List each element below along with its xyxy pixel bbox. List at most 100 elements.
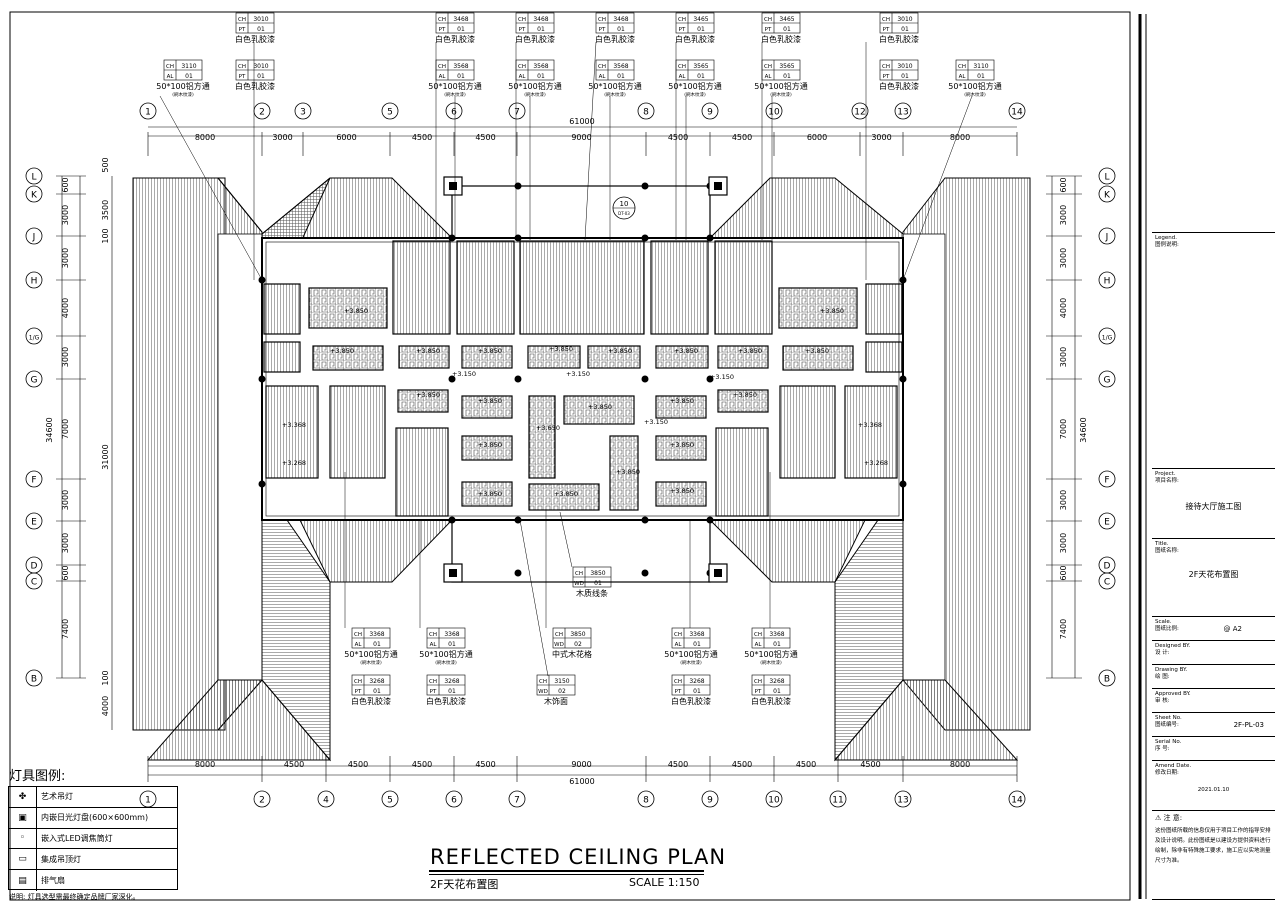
dim-top-text: 4500: [732, 133, 752, 142]
ceiling-panel: [528, 395, 556, 479]
dim-bottom-text: 4500: [668, 760, 688, 769]
level-label: +3.850: [478, 397, 502, 405]
grid-col-label: 2: [259, 108, 265, 118]
column: [641, 516, 649, 524]
grid-col-bottom-circle: [381, 790, 399, 808]
level-label: +3.850: [478, 441, 502, 449]
tb-title-key: Title.: [1155, 541, 1169, 547]
tag-val2: 01: [693, 688, 701, 695]
tag-val2: 02: [558, 688, 566, 695]
level-label: +3.850: [478, 490, 502, 498]
grid-row-right-label: D: [1104, 562, 1111, 572]
level-label: +3.850: [738, 347, 762, 355]
dim-left-text: 600: [61, 565, 70, 580]
tag-val1: 3468: [453, 16, 468, 23]
grid-col-circle: [508, 102, 526, 120]
title-underline: [429, 870, 704, 872]
dim-right-text: 3000: [1059, 490, 1068, 510]
grid-col-circle: [445, 102, 463, 120]
section-mark-ref: DT-03: [618, 211, 630, 216]
tb-serial: Serial No. 序 号:: [1152, 736, 1275, 760]
tag-code2: AL: [959, 74, 967, 80]
tag-label: 木质线条: [576, 588, 608, 598]
ceiling-panels: 10DT-03+3.850+3.850+3.850+3.850+3.850+3.…: [258, 176, 907, 583]
tb-scale-key-cn: 图纸比例:: [1155, 626, 1179, 632]
leader-line: [584, 41, 597, 241]
tag-val1: 3565: [779, 63, 794, 70]
grid-col-bottom-label: 6: [451, 796, 457, 806]
tag-code2: AL: [765, 74, 773, 80]
grid-row-right-label: J: [1105, 233, 1109, 243]
tb-project-key: Project.: [1155, 471, 1176, 477]
tb-sheet-key-cn: 图纸编号:: [1155, 722, 1179, 728]
tag-val1: 3268: [689, 678, 704, 685]
dim-right-text: 7400: [1059, 619, 1068, 639]
grid-col-bottom-circle: [1008, 790, 1026, 808]
ceiling-panel: [397, 389, 449, 413]
tag-label: 白色乳胶漆: [671, 696, 711, 706]
level-label: +3.850: [670, 397, 694, 405]
tag-val2: 01: [594, 580, 602, 587]
tag-label: 白色乳胶漆: [235, 81, 275, 91]
ceiling-panel: [461, 481, 513, 507]
tag-code2: AL: [599, 74, 607, 80]
tag-label: 白色乳胶漆: [751, 696, 791, 706]
grid-row-right-label: K: [1104, 191, 1111, 201]
tag-label: 白色乳胶漆: [235, 34, 275, 44]
dim-right-text: 600: [1059, 177, 1068, 192]
tag-code1: CH: [882, 64, 890, 70]
tag-code1: CH: [754, 679, 762, 685]
tb-scale: Scale. 图纸比例:@ A2: [1152, 616, 1275, 640]
tag-code2: PT: [675, 689, 682, 695]
ceiling-panel: [717, 345, 769, 369]
grid-row-left-circle: [25, 227, 43, 245]
grid-col-bottom-circle: [701, 790, 719, 808]
tb-amend-key: Amend Date.: [1155, 763, 1192, 769]
integrated-light-icon: ▭: [9, 849, 37, 870]
tag-code1: CH: [429, 679, 437, 685]
ceiling-panel: [461, 395, 513, 419]
grid-col-label: 3: [300, 108, 306, 118]
tb-notice-value: 这份图纸所载的信息仅用于项目工作的指导安排及设计说明。此份图纸是以建设方提供资料…: [1155, 828, 1271, 864]
tb-designed-key-cn: 设 计:: [1155, 650, 1170, 656]
tag-code1: CH: [575, 571, 583, 577]
ceiling-panel: [456, 240, 515, 335]
tag-label: 50*100铝方通: [508, 81, 561, 91]
column: [899, 375, 907, 383]
tag-val1: 3468: [533, 16, 548, 23]
grid-col-circle: [765, 102, 783, 120]
level-label: +3.850: [674, 347, 698, 355]
tb-approved-key-cn: 审 核:: [1155, 698, 1170, 704]
tag-note: (刷木纹漆): [360, 659, 382, 666]
dim-top-text: 3000: [871, 133, 891, 142]
level-label: +3.268: [864, 459, 888, 467]
ceiling-panel: [655, 481, 707, 507]
grille-light-icon: ▣: [9, 807, 37, 828]
tag-label: 50*100铝方通: [754, 81, 807, 91]
ceiling-panel: [587, 345, 641, 369]
tag-code1: CH: [764, 64, 772, 70]
tag-note: (刷木纹漆): [684, 91, 706, 98]
dim-left-text: 7000: [61, 419, 70, 439]
tag-code1: CH: [674, 632, 682, 638]
tag-val2: 01: [901, 73, 909, 80]
level-label: +3.150: [644, 418, 668, 426]
grid-row-left-circle: [25, 370, 43, 388]
tb-serial-key-cn: 序 号:: [1155, 746, 1170, 752]
tag-note: (刷木纹漆): [680, 659, 702, 666]
tag-code1: CH: [518, 17, 526, 23]
tag-label: 白色乳胶漆: [879, 81, 919, 91]
ceiling-panel: [519, 240, 645, 335]
tb-amend-key-cn: 修改日期:: [1155, 770, 1179, 776]
grid-col-label: 9: [707, 108, 713, 118]
column: [514, 516, 522, 524]
column: [258, 375, 266, 383]
tag-label: 50*100铝方通: [344, 649, 397, 659]
ceiling-panel: [461, 435, 513, 461]
tag-note: (刷木纹漆): [444, 91, 466, 98]
